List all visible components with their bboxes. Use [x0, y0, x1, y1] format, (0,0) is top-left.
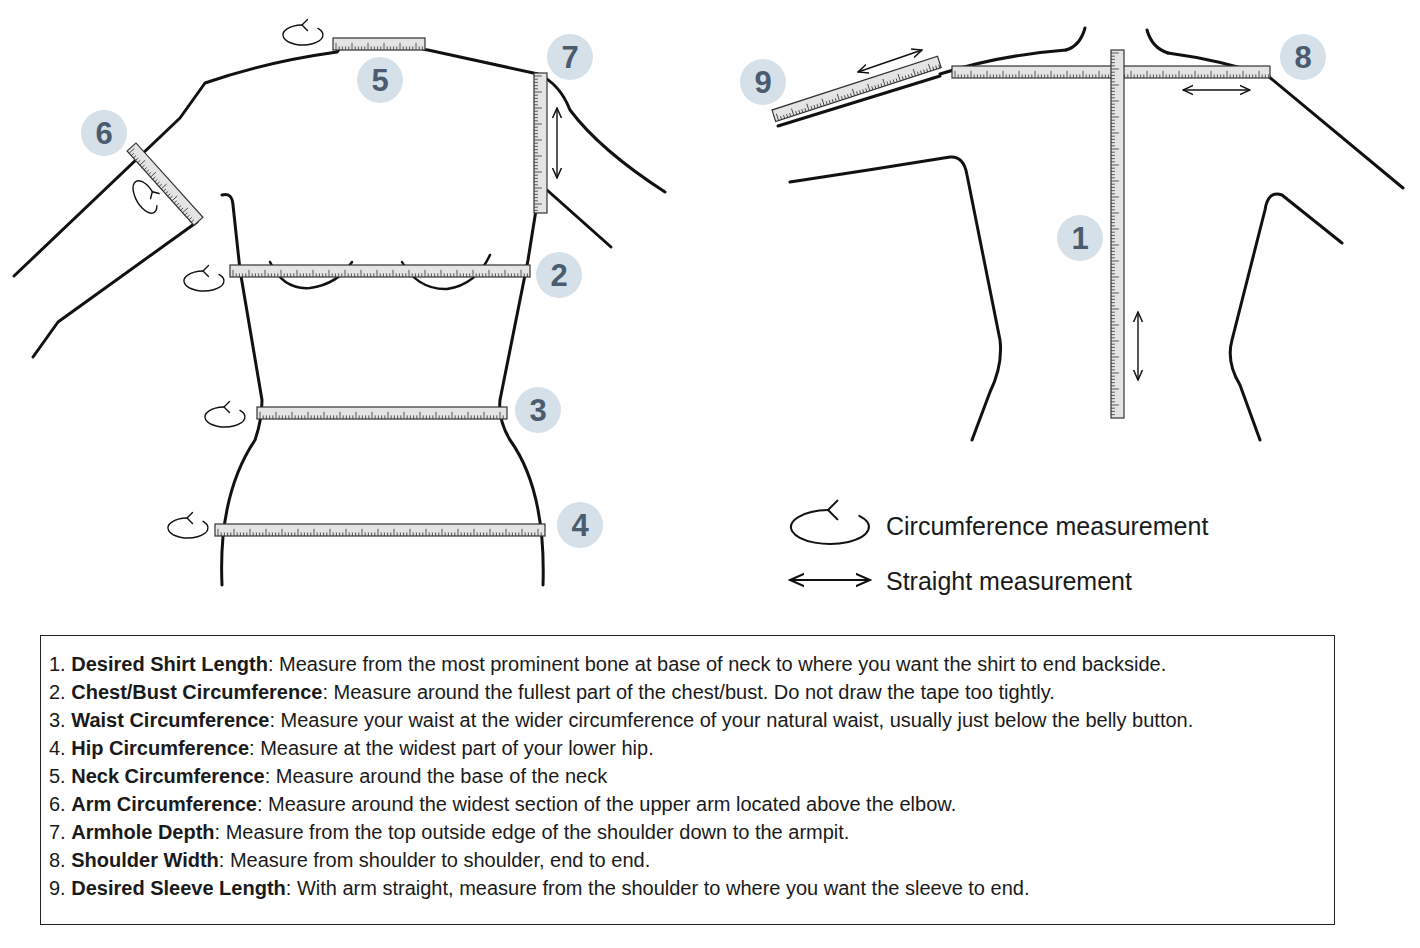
callout-label: 1: [1071, 223, 1088, 254]
callout-label: 2: [550, 260, 567, 291]
callout-number: 7: [547, 34, 593, 80]
callout-number: 1: [1057, 215, 1103, 261]
instruction-line: 5. Neck Circumference: Measure around th…: [49, 762, 1326, 790]
legend-label: Straight measurement: [886, 566, 1132, 596]
callout-label: 6: [95, 118, 112, 149]
callout-number: 5: [357, 57, 403, 103]
instruction-line: 3. Waist Circumference: Measure your wai…: [49, 706, 1326, 734]
callout-label: 4: [571, 510, 588, 541]
callout-number: 9: [740, 59, 786, 105]
instruction-line: 8. Shoulder Width: Measure from shoulder…: [49, 846, 1326, 874]
circumference-symbol: [128, 174, 166, 217]
instruction-line: 4. Hip Circumference: Measure at the wid…: [49, 734, 1326, 762]
circumference-symbol: [205, 402, 245, 427]
circumference-symbol: [184, 266, 224, 291]
tape-ruler: [257, 407, 507, 419]
tape-rulers: [127, 38, 1270, 536]
instruction-line: 2. Chest/Bust Circumference: Measure aro…: [49, 678, 1326, 706]
straight-arrows: [557, 50, 1250, 580]
callout-number: 2: [536, 252, 582, 298]
circumference-symbols: [128, 20, 869, 544]
tape-ruler: [333, 38, 425, 50]
instruction-line: 7. Armhole Depth: Measure from the top o…: [49, 818, 1326, 846]
circumference-symbol: [283, 20, 323, 45]
callout-label: 9: [754, 67, 771, 98]
tape-ruler: [230, 265, 530, 277]
tape-ruler: [215, 524, 545, 536]
callout-number: 4: [557, 502, 603, 548]
tape-ruler: [534, 73, 547, 213]
tape-ruler: [127, 143, 203, 225]
tape-ruler: [1111, 50, 1124, 418]
circumference-symbol: [168, 513, 208, 538]
callout-label: 8: [1294, 42, 1311, 73]
legend-label: Circumference measurement: [886, 511, 1208, 541]
instruction-line: 6. Arm Circumference: Measure around the…: [49, 790, 1326, 818]
callout-label: 7: [561, 42, 578, 73]
body-outline: [14, 28, 1403, 585]
instruction-line: 9. Desired Sleeve Length: With arm strai…: [49, 874, 1326, 902]
instruction-box: 1. Desired Shirt Length: Measure from th…: [40, 635, 1335, 925]
callout-number: 8: [1280, 34, 1326, 80]
callout-label: 3: [529, 395, 546, 426]
circumference-symbol: [791, 501, 869, 544]
callout-label: 5: [371, 65, 388, 96]
instruction-line: 1. Desired Shirt Length: Measure from th…: [49, 650, 1326, 678]
legend-arrow-sample: [790, 579, 870, 581]
tape-ruler: [772, 56, 941, 121]
callout-number: 3: [515, 387, 561, 433]
callout-number: 6: [81, 110, 127, 156]
